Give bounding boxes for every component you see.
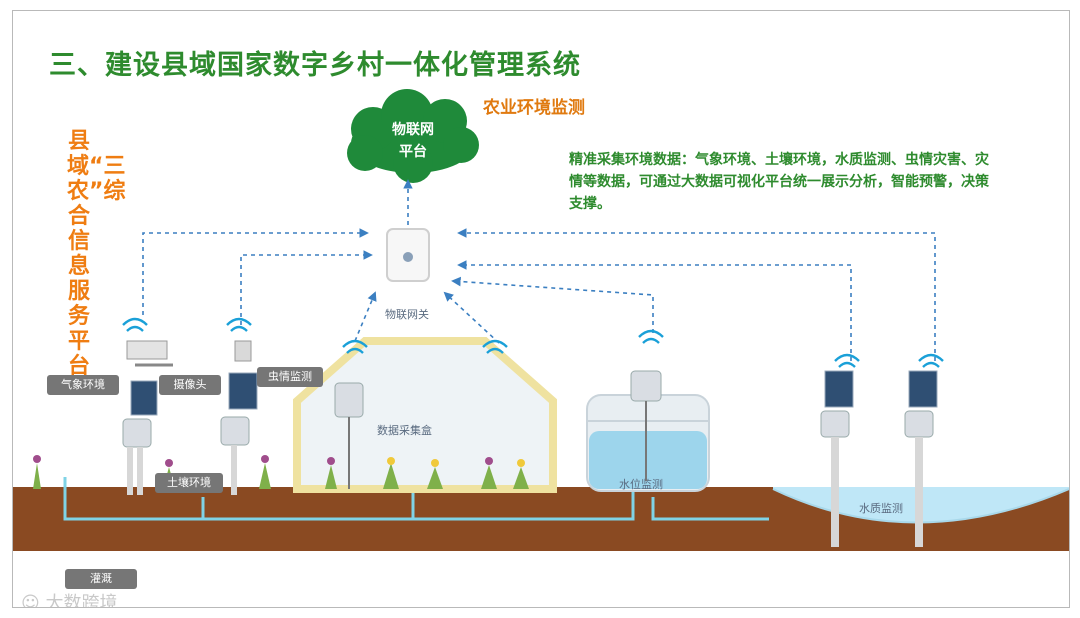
water-level-sensor [630,370,662,481]
section-subtitle: 农业环境监测 [483,98,585,118]
wifi-icon [834,353,860,368]
watermark: ☺ 大数跨境 [21,589,118,608]
wifi-icon [482,339,508,354]
cloud-label: 物联网 平台 [358,119,468,163]
wifi-icon [342,339,368,354]
water-quality-station-1 [820,370,854,547]
camera-label: 摄像头 [159,375,221,395]
cloud-label-line2: 平台 [399,144,427,160]
watermark-logo-icon: ☺ [21,593,40,608]
irrigation-label: 灌溉 [65,569,137,589]
wifi-icons [122,317,944,368]
wifi-icon [122,317,148,332]
weather-label: 气象环境 [47,375,119,395]
cloud-shape [347,89,479,183]
slide: 三、建设县域国家数字乡村一体化管理系统 农业环境监测 精准采集环境数据：气象环境… [12,10,1070,608]
soil-label: 土壤环境 [155,473,223,493]
watermark-text: 大数跨境 [45,593,118,608]
wifi-icon [918,353,944,368]
water-tank [586,394,710,492]
description-text: 精准采集环境数据：气象环境、土壤环境，水质监测、虫情灾害、灾情等数据，可通过大数… [569,152,989,212]
scene-diagram [13,89,1069,551]
data-links [142,179,936,361]
greenhouse-sensor [334,382,364,489]
plants [33,455,529,489]
gateway-label: 物联网关 [385,308,429,321]
vertical-title: 县域“三农”综合信息服务平台 [67,129,126,379]
weather-station [122,340,173,495]
collector-label: 数据采集盒 [377,424,432,437]
cloud-label-line1: 物联网 [392,122,434,138]
water-level-label: 水位监测 [619,478,663,491]
water-quality-label: 水质监测 [859,502,903,515]
water-quality-station-2 [904,370,938,547]
wifi-icon [226,317,252,332]
gateway-device [386,228,430,282]
greenhouse [293,337,557,493]
irrigation-pipes [63,477,769,521]
camera-pole [220,340,258,495]
wifi-icon [638,329,664,344]
pest-label: 虫情监测 [257,367,323,387]
page-title: 三、建设县域国家数字乡村一体化管理系统 [49,50,581,81]
